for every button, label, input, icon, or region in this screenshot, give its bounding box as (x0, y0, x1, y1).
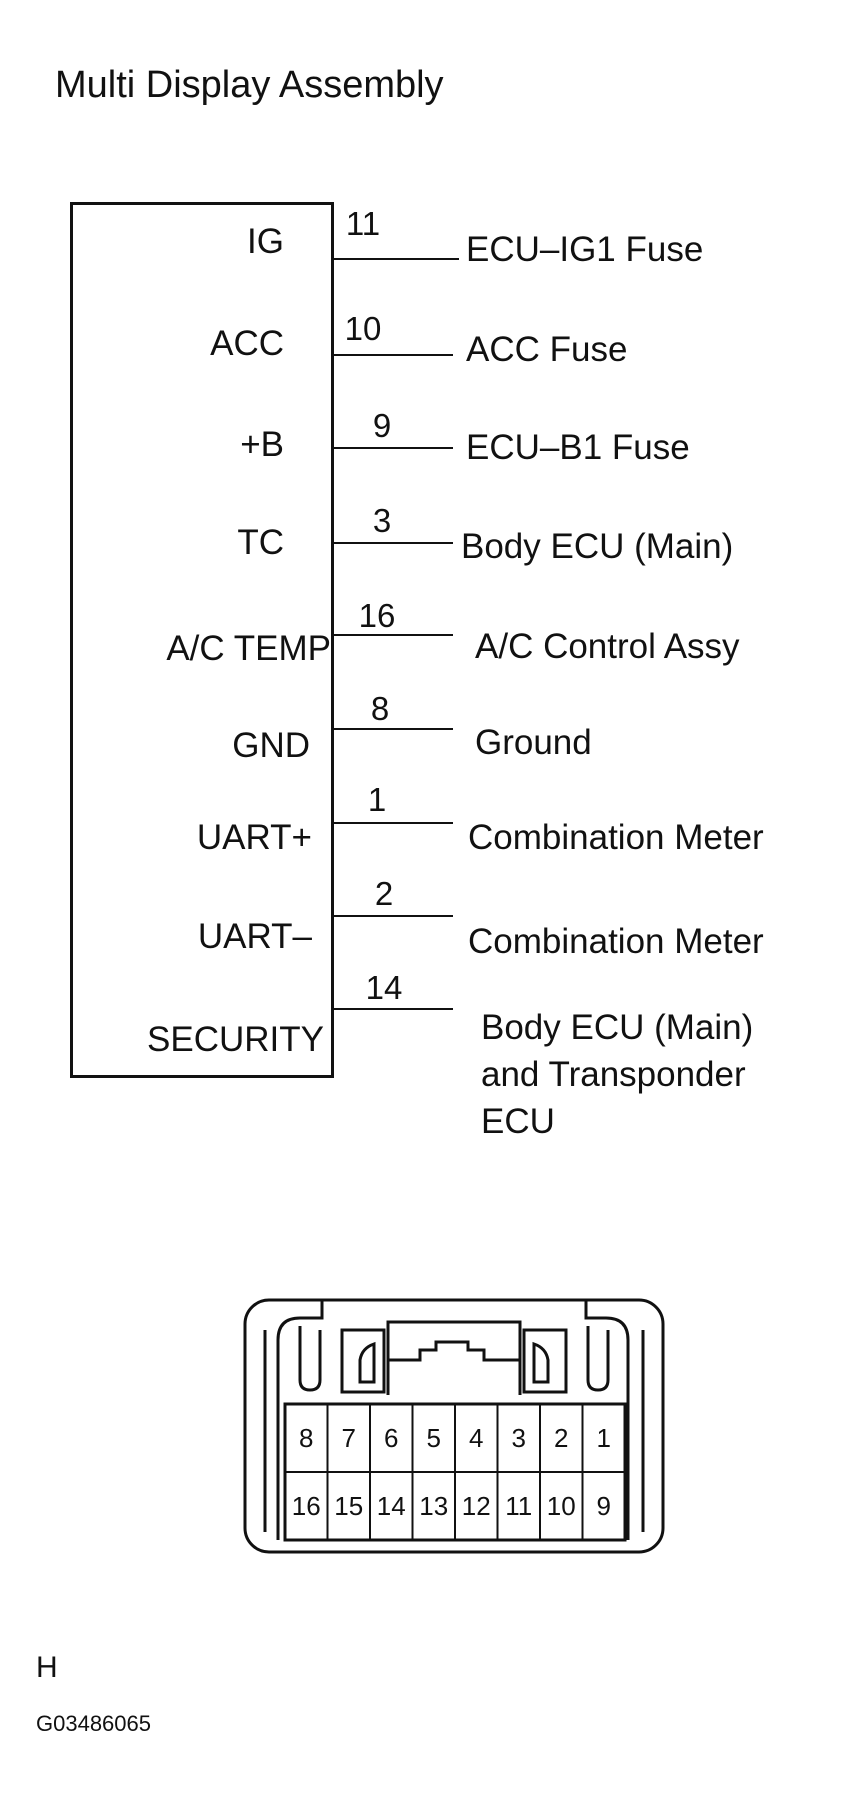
wire-ac-temp (334, 634, 453, 636)
signal-label-security: SECURITY (147, 1020, 324, 1059)
signal-label-ig: IG (247, 222, 284, 261)
pin-number-10: 10 (344, 310, 382, 347)
pin-number-3: 3 (372, 502, 392, 539)
wire-tc (334, 542, 453, 544)
diagram-title: Multi Display Assembly (55, 64, 444, 106)
terminal-number-3: 3 (512, 1423, 526, 1453)
signal-label-tc: TC (237, 523, 284, 562)
wire-uart-plus (334, 822, 453, 824)
terminal-number-9: 9 (597, 1491, 611, 1521)
multi-display-assembly-box (70, 202, 334, 1078)
terminal-number-5: 5 (427, 1423, 441, 1453)
connector-lock-tab (386, 1320, 522, 1362)
connector-inner-housing (276, 1300, 630, 1540)
figure-letter: H (36, 1651, 58, 1684)
pin-number-11: 11 (345, 205, 381, 242)
terminal-number-8: 8 (299, 1423, 313, 1453)
terminal-number-6: 6 (384, 1423, 398, 1453)
terminal-number-2: 2 (554, 1423, 568, 1453)
terminal-number-4: 4 (469, 1423, 483, 1453)
pin-number-14: 14 (365, 969, 403, 1006)
signal-label-uart-plus: UART+ (196, 818, 312, 857)
destination-ground: Ground (475, 723, 592, 762)
terminal-number-12: 12 (462, 1491, 491, 1521)
wire-plus-b (334, 447, 453, 449)
signal-label-gnd: GND (232, 726, 310, 765)
terminal-number-11: 11 (505, 1491, 532, 1521)
destination-body-ecu-main: Body ECU (Main) (461, 527, 734, 566)
connector-guide-rib-left (298, 1326, 322, 1392)
pin-number-16: 16 (358, 597, 396, 634)
destination-ac-control-assy: A/C Control Assy (475, 627, 740, 666)
terminal-number-15: 15 (334, 1491, 363, 1521)
terminal-number-7: 7 (342, 1423, 356, 1453)
pin-number-1: 1 (367, 781, 387, 818)
wire-acc (334, 354, 453, 356)
destination-ecu-ig1-fuse: ECU–IG1 Fuse (466, 230, 704, 269)
pin-number-8: 8 (370, 690, 390, 727)
figure-code: G03486065 (36, 1711, 151, 1736)
terminal-number-10: 10 (547, 1491, 576, 1521)
pin-number-9: 9 (372, 407, 392, 444)
wire-ig (334, 258, 459, 260)
connector-outer-housing (243, 1298, 665, 1554)
signal-label-uart-minus: UART– (197, 917, 312, 956)
destination-combination-meter-1: Combination Meter (468, 818, 764, 857)
destination-combination-meter-2: Combination Meter (468, 922, 764, 961)
destination-ecu-b1-fuse: ECU–B1 Fuse (466, 428, 690, 467)
destination-body-ecu-and-transponder-ecu: Body ECU (Main) and Transponder ECU (481, 1008, 754, 1141)
signal-label-acc: ACC (210, 324, 284, 363)
terminal-number-1: 1 (597, 1423, 611, 1453)
wire-security (334, 1008, 453, 1010)
wire-uart-minus (334, 915, 453, 917)
signal-label-ac-temp: A/C TEMP (166, 629, 331, 668)
connector-key-right (522, 1328, 568, 1394)
connector-guide-rib-right (586, 1326, 610, 1392)
terminal-cavity-9 (581, 1471, 626, 1541)
destination-acc-fuse: ACC Fuse (466, 330, 628, 369)
terminal-number-14: 14 (377, 1491, 406, 1521)
wire-gnd (334, 728, 453, 730)
connector-key-left (340, 1328, 386, 1394)
terminal-number-13: 13 (419, 1491, 448, 1521)
terminal-number-16: 16 (292, 1491, 321, 1521)
signal-label-plus-b: +B (240, 425, 284, 464)
pin-number-2: 2 (374, 875, 394, 912)
